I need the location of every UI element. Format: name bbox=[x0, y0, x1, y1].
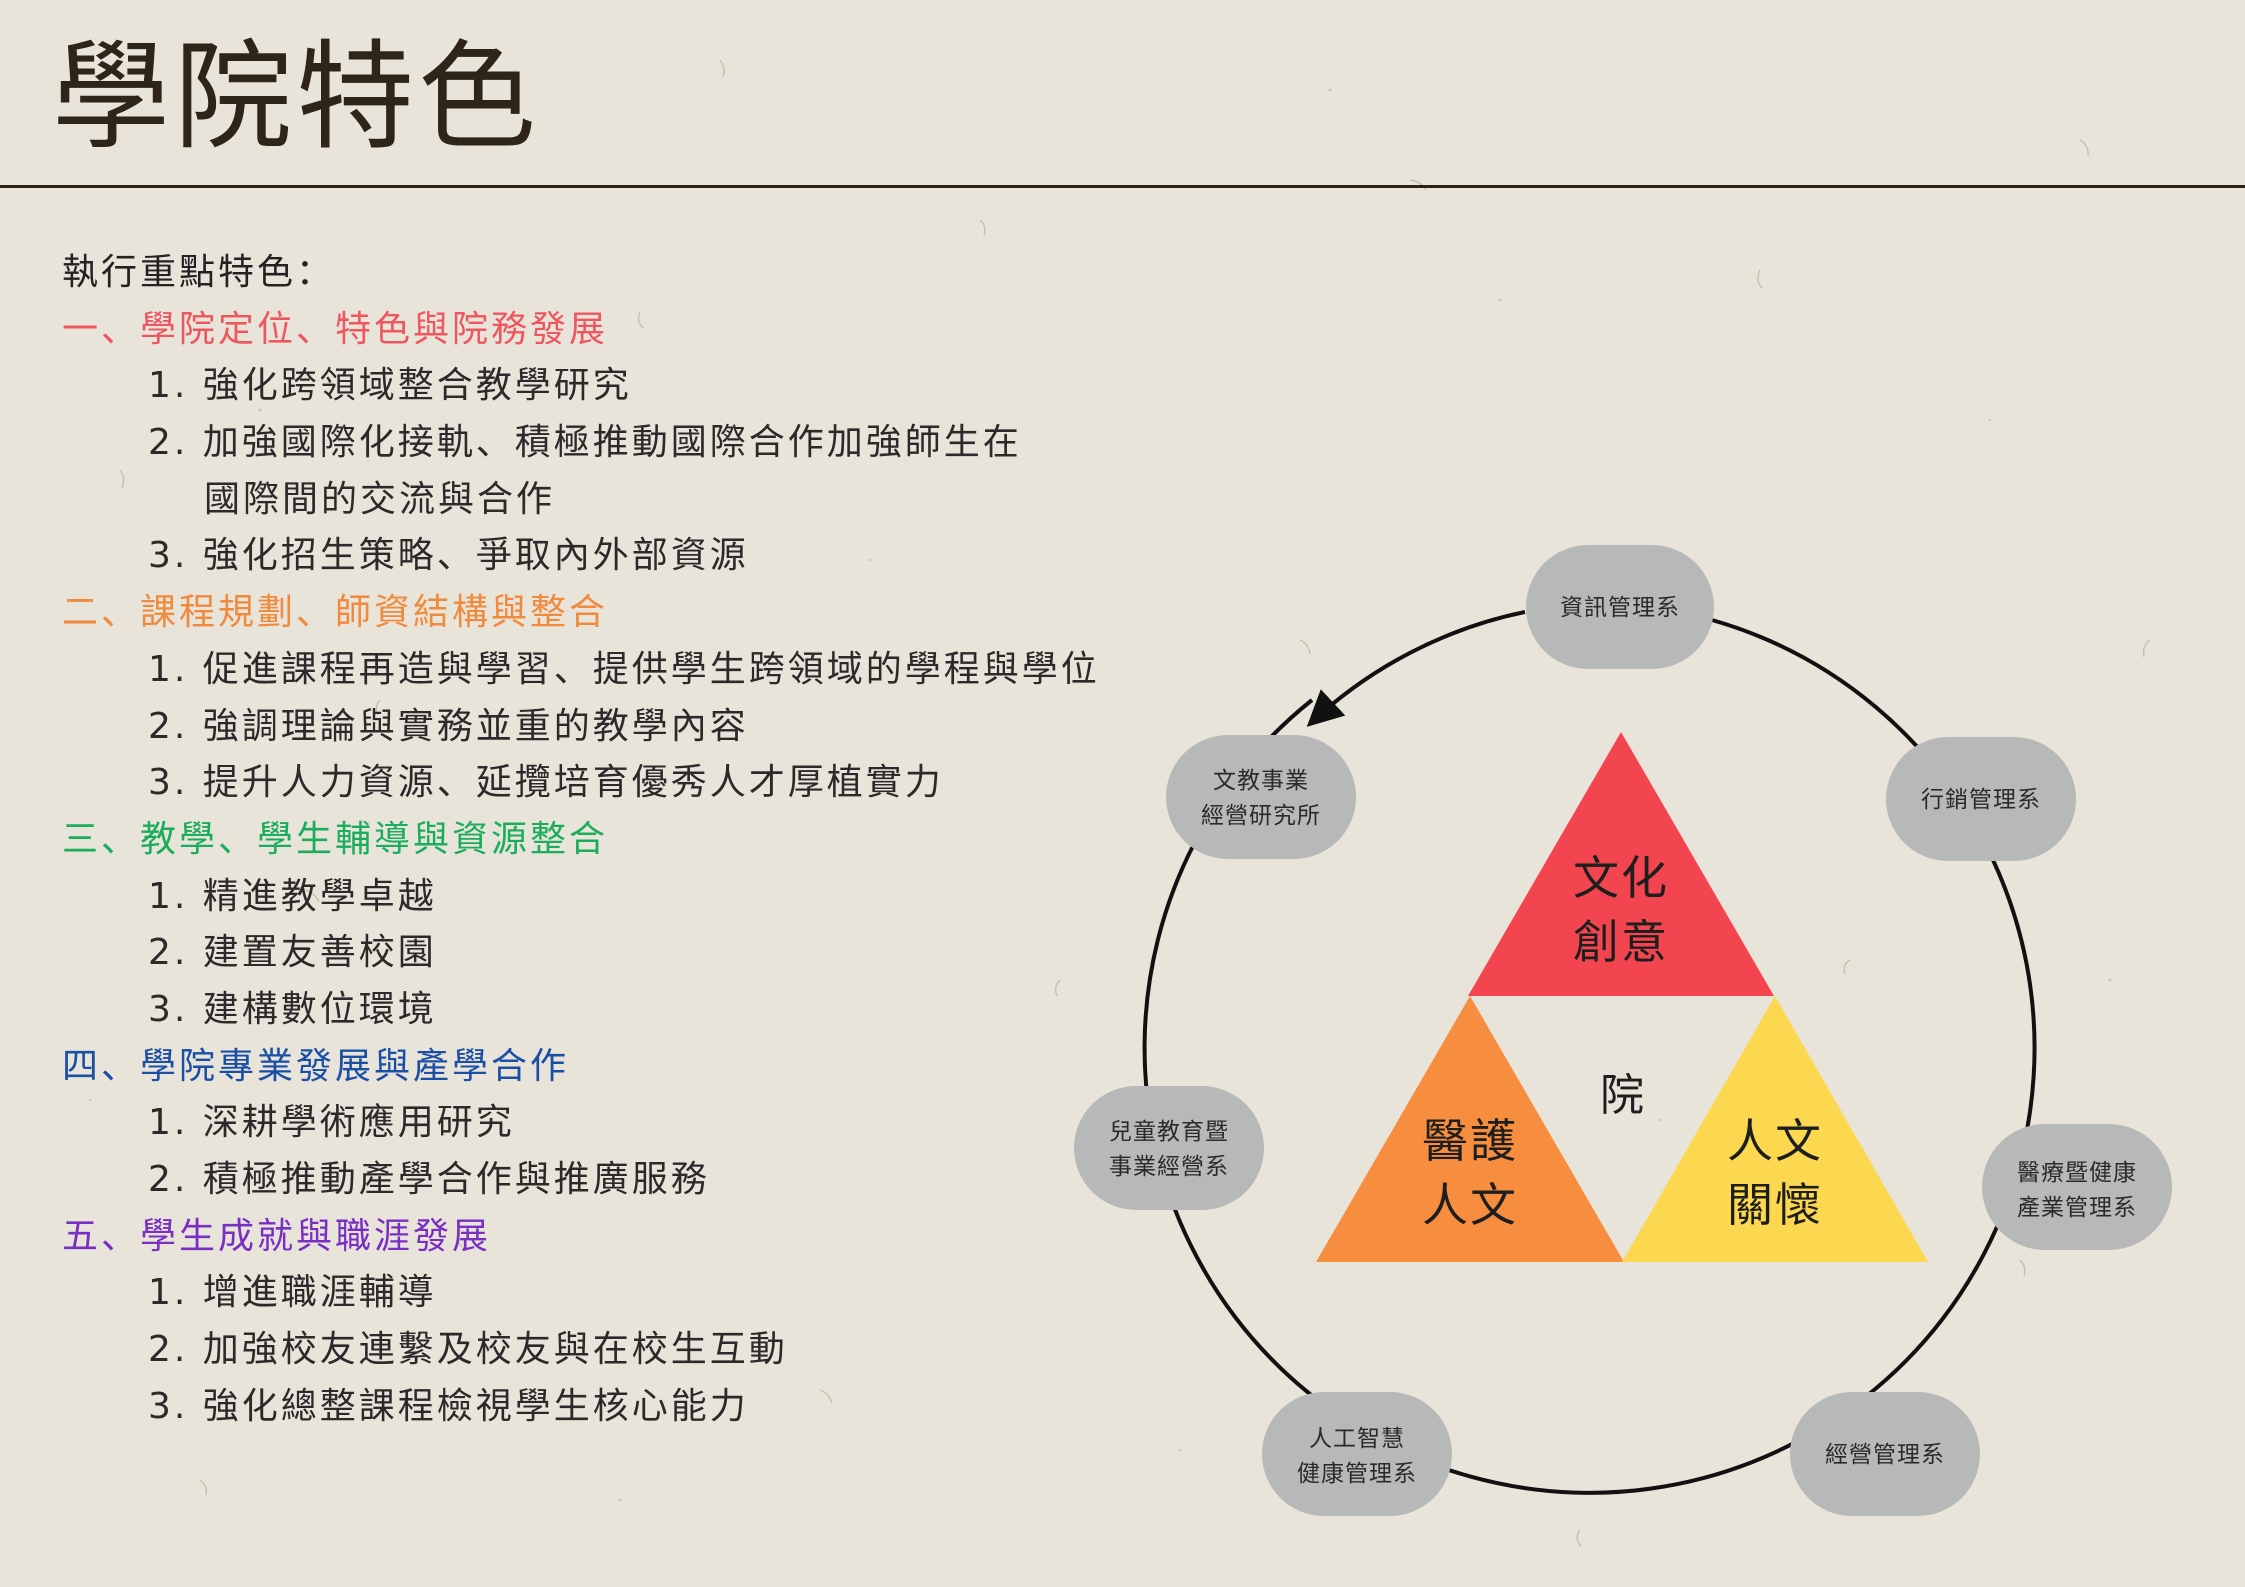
triangle-culture-creativity bbox=[1468, 732, 1774, 996]
department-node: 兒童教育暨 事業經營系 bbox=[1074, 1086, 1264, 1210]
list-item: 2. 建置友善校園 bbox=[148, 932, 437, 974]
department-label: 經營研究所 bbox=[1201, 803, 1321, 829]
list-item: 2. 強調理論與實務並重的教學內容 bbox=[148, 705, 749, 747]
triangle-label-line: 人文 bbox=[1422, 1178, 1518, 1232]
department-label: 健康管理系 bbox=[1297, 1461, 1417, 1487]
list-item: 2. 加強校友連繫及校友與在校生互動 bbox=[148, 1329, 788, 1371]
department-label: 經營管理系 bbox=[1825, 1442, 1945, 1468]
cycle-ring bbox=[1142, 618, 2037, 1495]
list-item: 3. 強化招生策略、爭取內外部資源 bbox=[148, 535, 749, 577]
triangle-label-line: 關懷 bbox=[1727, 1178, 1823, 1232]
list-item-continuation: 國際間的交流與合作 bbox=[204, 478, 556, 520]
list-item: 1. 增進職涯輔導 bbox=[148, 1272, 437, 1314]
department-label: 人工智慧 bbox=[1309, 1426, 1405, 1452]
triangle-label-line: 醫護 bbox=[1422, 1114, 1518, 1168]
department-label: 行銷管理系 bbox=[1921, 787, 2041, 813]
department-label: 產業管理系 bbox=[2017, 1195, 2137, 1221]
section-heading: 五、學生成就與職涯發展 bbox=[62, 1215, 492, 1257]
triangle-humanistic-care bbox=[1622, 996, 1928, 1262]
cycle-arrow bbox=[1306, 610, 1526, 727]
list-item: 1. 精進教學卓越 bbox=[148, 875, 437, 917]
department-label: 資訊管理系 bbox=[1560, 595, 1680, 621]
triangle-label-line: 文化 bbox=[1573, 851, 1669, 905]
department-node: 醫療暨健康 產業管理系 bbox=[1982, 1124, 2172, 1250]
list-item: 1. 深耕學術應用研究 bbox=[148, 1102, 515, 1144]
center-label: 院 bbox=[1600, 1070, 1644, 1121]
list-item: 3. 提升人力資源、延攬培育優秀人才厚植實力 bbox=[148, 762, 944, 804]
list-item: 2. 積極推動產學合作與推廣服務 bbox=[148, 1159, 710, 1200]
department-node: 經營管理系 bbox=[1790, 1392, 1980, 1516]
department-label: 文教事業 bbox=[1213, 768, 1309, 794]
triangle-medical-humanities bbox=[1316, 996, 1624, 1262]
feature-outline: 執行重點特色： 一、學院定位、特色與院務發展 1. 強化跨領域整合教學研究 2.… bbox=[62, 245, 1142, 1435]
list-item: 3. 強化總整課程檢視學生核心能力 bbox=[148, 1385, 749, 1427]
department-label: 事業經營系 bbox=[1109, 1154, 1229, 1180]
page-title: 學院特色 bbox=[52, 28, 541, 166]
title-divider bbox=[0, 185, 2245, 188]
department-node: 人工智慧 健康管理系 bbox=[1262, 1392, 1452, 1516]
department-node: 資訊管理系 bbox=[1526, 545, 1714, 669]
list-item: 1. 促進課程再造與學習、提供學生跨領域的學程與學位 bbox=[148, 648, 1100, 690]
section-heading: 一、學院定位、特色與院務發展 bbox=[62, 308, 609, 350]
department-node: 行銷管理系 bbox=[1886, 737, 2076, 861]
department-node: 文教事業 經營研究所 bbox=[1166, 735, 1356, 859]
list-item: 3. 建構數位環境 bbox=[148, 988, 437, 1030]
department-label: 醫療暨健康 bbox=[2017, 1160, 2137, 1186]
triangle-label-line: 創意 bbox=[1573, 915, 1669, 969]
list-item: 2. 加強國際化接軌、積極推動國際合作加強師生在 bbox=[148, 422, 1022, 464]
list-item: 1. 強化跨領域整合教學研究 bbox=[148, 365, 632, 407]
section-heading: 三、教學、學生輔導與資源整合 bbox=[62, 818, 609, 860]
section-heading: 二、課程規劃、師資結構與整合 bbox=[62, 592, 609, 634]
department-label: 兒童教育暨 bbox=[1109, 1119, 1229, 1145]
outline-intro: 執行重點特色： bbox=[62, 252, 336, 293]
triangle-label-line: 人文 bbox=[1727, 1114, 1823, 1168]
section-heading: 四、學院專業發展與產學合作 bbox=[62, 1045, 570, 1087]
